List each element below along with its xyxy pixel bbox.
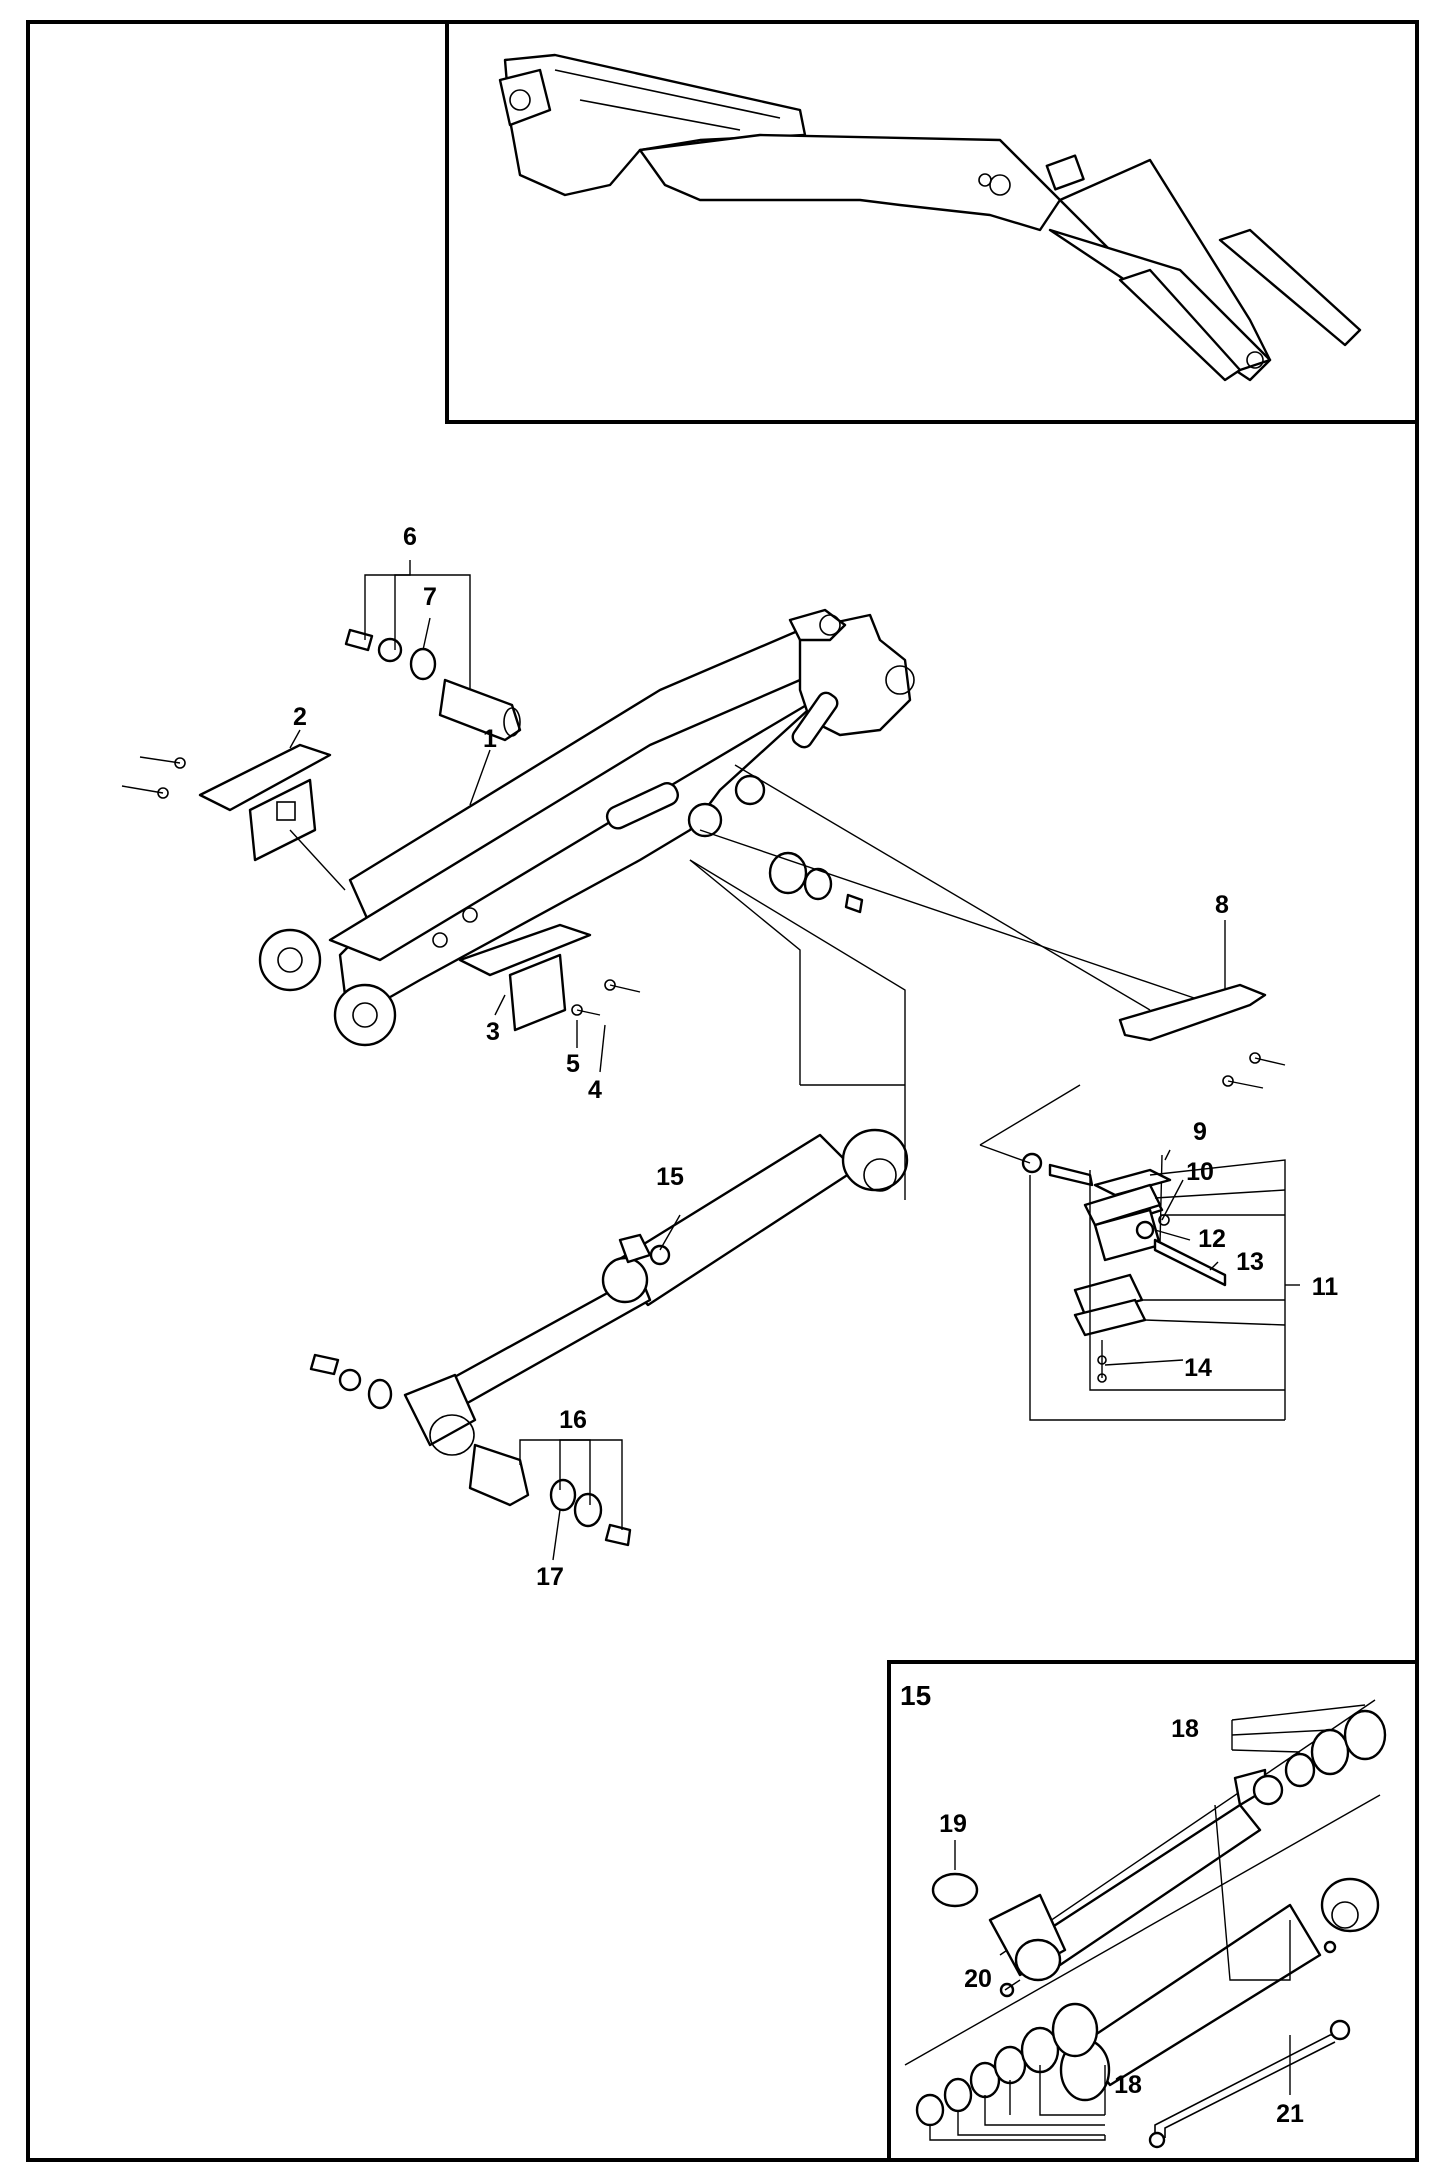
callout-6: 6 (403, 523, 417, 551)
callout-5: 5 (566, 1050, 580, 1078)
boom-arm (258, 608, 915, 1047)
callout-9: 9 (1193, 1118, 1207, 1146)
callout-1: 1 (483, 725, 497, 753)
callout-10: 10 (1186, 1158, 1214, 1186)
callout-2: 2 (293, 703, 307, 731)
callout-12: 12 (1198, 1225, 1226, 1253)
callout-3: 3 (486, 1018, 500, 1046)
callout-14: 14 (1184, 1354, 1212, 1382)
callout-18-upper: 18 (1171, 1715, 1199, 1743)
inset-title-15: 15 (900, 1680, 931, 1711)
hydraulic-cylinder (309, 859, 909, 1547)
bushing-group (699, 829, 1201, 1001)
callout-19: 19 (939, 1810, 967, 1838)
callout-20: 20 (964, 1965, 992, 1993)
callout-21: 21 (1276, 2100, 1304, 2128)
callout-7: 7 (423, 583, 437, 611)
callout-17: 17 (536, 1563, 564, 1591)
callout-13: 13 (1236, 1248, 1264, 1276)
cylinder-inset-frame (887, 1660, 1419, 2162)
callout-8: 8 (1215, 891, 1229, 919)
callout-4: 4 (588, 1076, 602, 1104)
callout-11: 11 (1312, 1273, 1339, 1301)
callout-16: 16 (559, 1406, 587, 1434)
overview-inset-frame (445, 20, 1419, 424)
clamp-kit (979, 1084, 1300, 1421)
bracket-3 (432, 907, 641, 1032)
callout-18-lower: 18 (1114, 2071, 1142, 2099)
callout-leaders (289, 560, 1291, 2095)
callout-15: 15 (656, 1163, 684, 1191)
cylinder-detail-illustration (904, 1699, 1387, 2149)
bracket-2 (121, 743, 346, 891)
overview-boom-illustration (498, 53, 1362, 382)
plate-8 (734, 764, 1286, 1089)
pin-group-6-7 (344, 628, 522, 742)
